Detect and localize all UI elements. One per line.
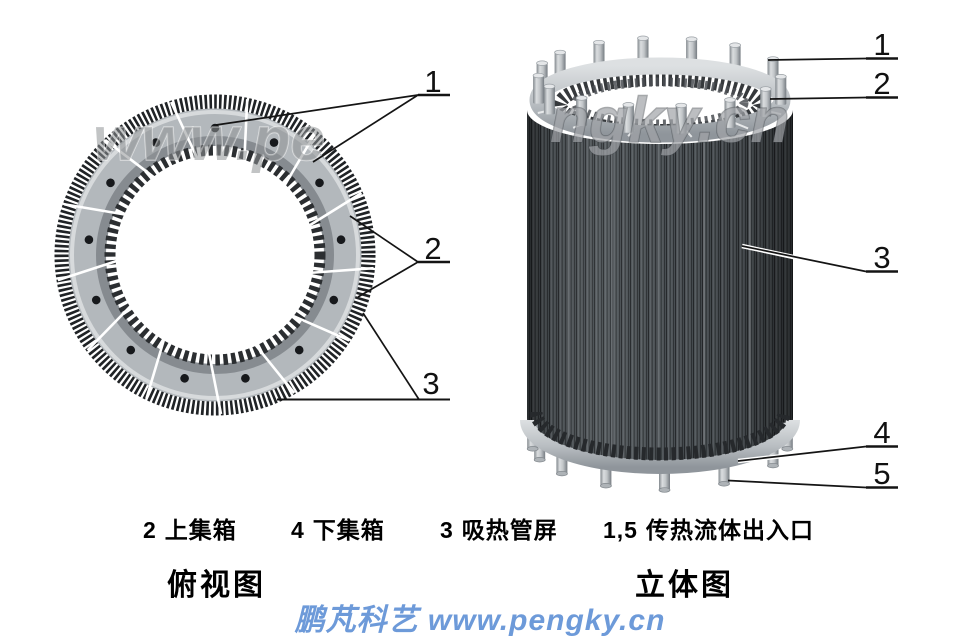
legend-number: 1,5 — [603, 517, 638, 543]
header-band-highlight — [70, 110, 360, 400]
callout-number: 2 — [424, 231, 441, 266]
bottom-tube-loops — [529, 411, 791, 461]
callout-right-5: 5 — [727, 456, 898, 491]
leader-line — [312, 94, 419, 163]
legend-number: 2 — [143, 517, 157, 543]
caption-3d-view: 立体图 — [635, 569, 734, 602]
callout-left-3: 3 — [277, 312, 450, 401]
legend-item-fluid-ports: 1,5 传热流体出入口 — [603, 511, 814, 545]
legend-label: 传热流体出入口 — [645, 517, 814, 543]
legend-item-upper-header: 2 上集箱 — [143, 511, 237, 545]
callout-right-2: 2 — [769, 66, 898, 101]
callout-number: 5 — [873, 456, 890, 491]
legend-number: 3 — [440, 517, 454, 543]
leader-line — [737, 445, 867, 462]
legend-label: 下集箱 — [312, 517, 385, 543]
leader-line — [741, 245, 867, 273]
leader-line — [769, 96, 867, 100]
top-tube-loops — [553, 72, 767, 138]
legend-number: 4 — [291, 517, 305, 543]
leader-line — [727, 479, 867, 489]
callout-right-3: 3 — [741, 240, 898, 275]
legend-label: 上集箱 — [164, 517, 237, 543]
figure-top-view: www.pe 1 2 3 — [54, 64, 450, 416]
watermark-left: www.pe — [93, 105, 325, 174]
leader-line — [357, 261, 419, 298]
outer-tube-teeth — [54, 94, 376, 416]
leader-line — [767, 57, 867, 61]
leader-line — [362, 312, 420, 400]
callout-right-4: 4 — [737, 415, 898, 464]
callout-number: 3 — [873, 240, 890, 275]
tube-panel-wall — [527, 110, 793, 464]
legend-item-lower-header: 4 下集箱 — [291, 511, 385, 545]
footer-watermark: 鹏芃科艺 www.pengky.cn — [294, 604, 666, 637]
callout-left-1: 1 — [215, 64, 450, 163]
callout-number: 2 — [873, 66, 890, 101]
legend-label: 吸热管屏 — [461, 517, 558, 543]
callout-number: 1 — [424, 64, 441, 99]
callout-left-2: 2 — [349, 215, 450, 298]
callout-number: 1 — [873, 27, 890, 62]
caption-top-view: 俯视图 — [167, 569, 266, 602]
leader-line — [349, 215, 419, 263]
callout-right-1: 1 — [767, 27, 898, 62]
legend-row: 2 上集箱 4 下集箱 3 吸热管屏 1,5 传热流体出入口 — [0, 511, 960, 543]
header-ring-top-view — [54, 94, 376, 416]
legend-item-absorber-panel: 3 吸热管屏 — [440, 511, 558, 545]
callout-number: 3 — [422, 366, 439, 401]
top-tube-loops-inner — [571, 77, 749, 129]
leader-line — [215, 94, 419, 126]
tube-wall-shading — [527, 110, 793, 464]
callout-number: 4 — [873, 415, 890, 450]
header-band-inner-shade — [96, 136, 334, 374]
panel-seams — [567, 134, 751, 459]
inner-tube-bumps — [104, 144, 326, 366]
lower-header-ring — [520, 419, 800, 474]
watermark-right: ngky.cn — [550, 84, 789, 156]
figure-3d-view: ngky.cn 1 2 3 4 — [520, 27, 898, 493]
